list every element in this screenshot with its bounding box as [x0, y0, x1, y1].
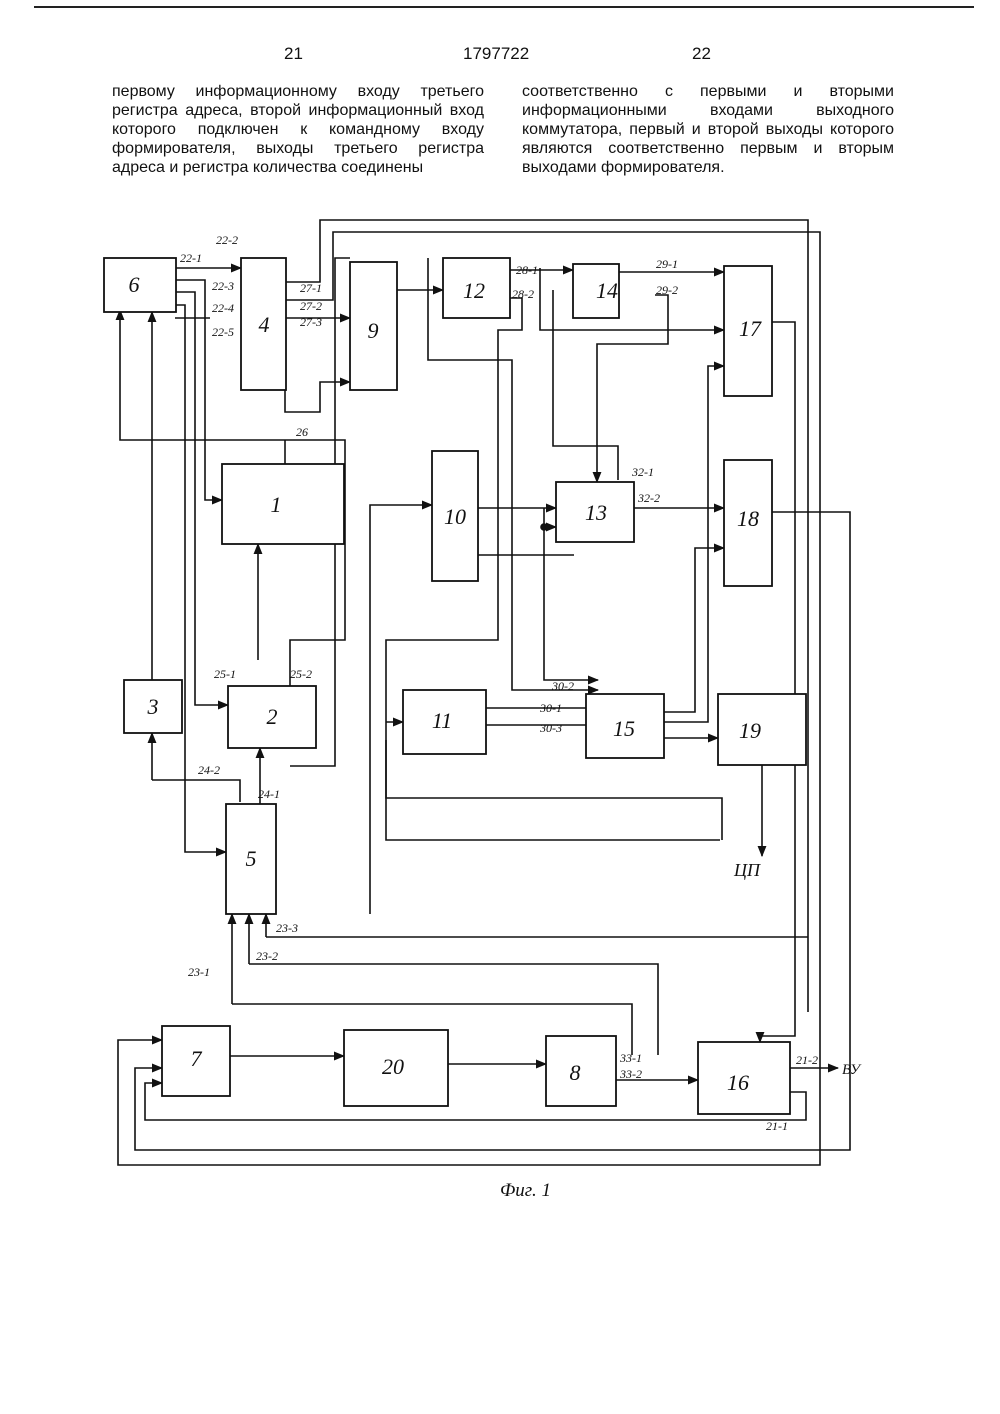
- signal-28-2: 28-2: [512, 287, 534, 301]
- signal-30-2: 30-2: [551, 679, 574, 693]
- signal-21-1: 21-1: [766, 1119, 788, 1133]
- block-18-label: 18: [737, 506, 759, 531]
- block-16-label: 16: [727, 1070, 749, 1095]
- signal-25-1: 25-1: [214, 667, 236, 681]
- signal-27-3: 27-3: [300, 315, 322, 329]
- signal-25-2: 25-2: [290, 667, 312, 681]
- block-20-label: 20: [382, 1054, 404, 1079]
- signal-27-1: 27-1: [300, 281, 322, 295]
- output-vu-label: ВУ: [842, 1062, 862, 1078]
- block-8-label: 8: [570, 1060, 581, 1085]
- block-7-label: 7: [191, 1046, 203, 1071]
- signal-22-5: 22-5: [212, 325, 234, 339]
- signal-29-2: 29-2: [656, 283, 678, 297]
- block-19: [718, 694, 806, 765]
- block-6-label: 6: [129, 272, 140, 297]
- signal-33-1: 33-1: [619, 1051, 642, 1065]
- block-13-label: 13: [585, 500, 607, 525]
- block-2-label: 2: [267, 704, 278, 729]
- block-8: [546, 1036, 616, 1106]
- signal-23-3: 23-3: [276, 921, 298, 935]
- block-4-label: 4: [259, 312, 270, 337]
- signal-26: 26: [296, 425, 308, 439]
- signal-29-1: 29-1: [656, 257, 678, 271]
- block-14-label: 14: [596, 278, 618, 303]
- block-5-label: 5: [246, 846, 257, 871]
- block-17-label: 17: [739, 316, 762, 341]
- signal-22-4: 22-4: [212, 301, 234, 315]
- block-12-label: 12: [463, 278, 485, 303]
- block-10-label: 10: [444, 504, 466, 529]
- signal-22-1: 22-1: [180, 251, 202, 265]
- block-1: [222, 464, 344, 544]
- output-cp-label: ЦП: [733, 860, 761, 880]
- signal-27-2: 27-2: [300, 299, 322, 313]
- signal-32-2: 32-2: [637, 491, 660, 505]
- block-11-label: 11: [432, 708, 452, 733]
- signal-23-2: 23-2: [256, 949, 278, 963]
- signal-33-2: 33-2: [619, 1067, 642, 1081]
- signal-30-1: 30-1: [539, 701, 562, 715]
- figure-caption: Фиг. 1: [500, 1180, 551, 1201]
- signal-24-1: 24-1: [258, 787, 280, 801]
- block-labels: 1 2 3 4 5 6 7 8 9 10 11 12 13 14 15 16 1…: [129, 272, 763, 1095]
- signal-21-2: 21-2: [796, 1053, 818, 1067]
- block-19-label: 19: [739, 718, 761, 743]
- block-3-label: 3: [147, 694, 159, 719]
- signal-32-1: 32-1: [631, 465, 654, 479]
- block-6: [104, 258, 176, 312]
- signal-28-1: 28-1: [516, 263, 538, 277]
- block-15-label: 15: [613, 716, 635, 741]
- block-1-label: 1: [271, 492, 282, 517]
- signal-23-1: 23-1: [188, 965, 210, 979]
- signal-24-2: 24-2: [198, 763, 220, 777]
- block-9-label: 9: [368, 318, 379, 343]
- blocks: [104, 258, 806, 1114]
- signal-22-2: 22-2: [216, 233, 238, 247]
- signal-22-3: 22-3: [212, 279, 234, 293]
- signal-30-3: 30-3: [539, 721, 562, 735]
